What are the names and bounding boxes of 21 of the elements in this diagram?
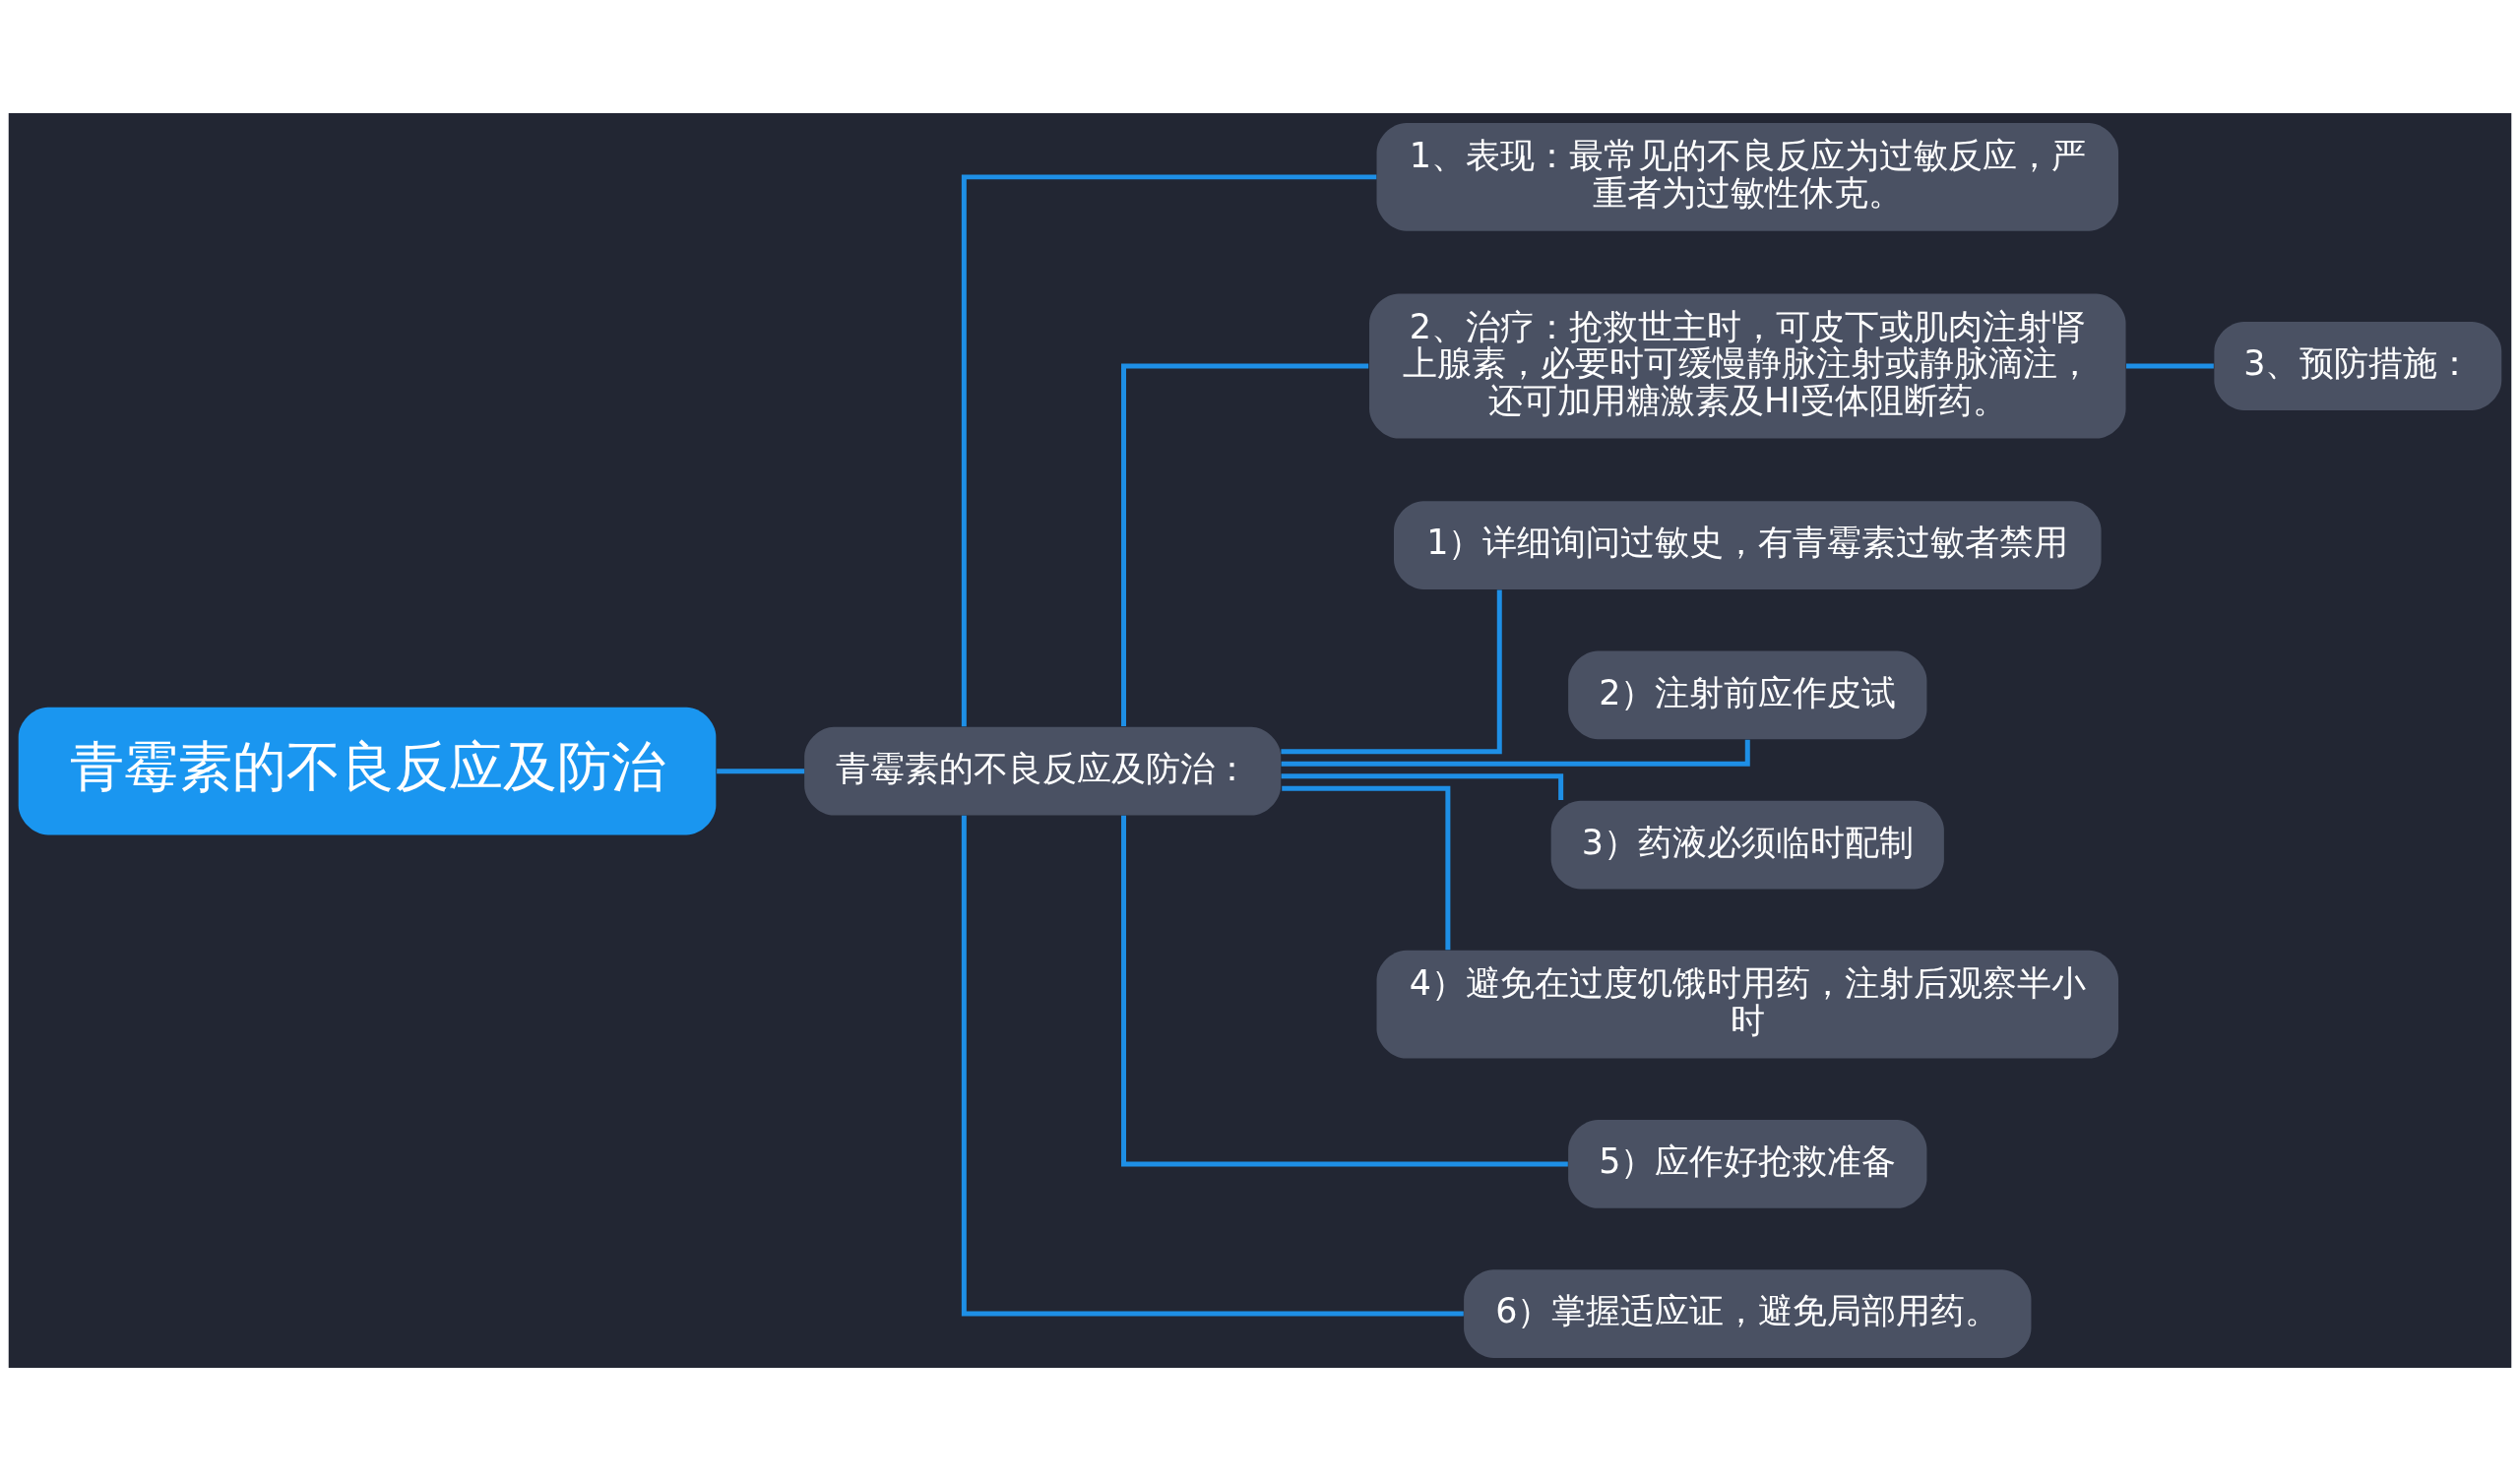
connector [1121,815,1568,1166]
connector [961,815,1464,1317]
node-box: 1、表现：最常见的不良反应为过敏反应，严重者为过敏性休克。 [1376,122,2119,231]
connector [717,768,805,773]
node-box: 6）掌握适应证，避免局部用药。 [1464,1268,2032,1358]
node-box: 2）注射前应作皮试 [1568,649,1927,739]
connector [1121,363,1369,726]
connector [1282,785,1451,950]
node-box: 3、预防措施： [2214,321,2502,410]
node-box: 5）应作好抢救准备 [1568,1119,1927,1208]
node-box: 青霉素的不良反应及防治 [18,707,717,835]
node-box: 4）避免在过度饥饿时用药，注射后观察半小时 [1376,950,2119,1059]
node-box: 1）详细询问过敏史，有青霉素过敏者禁用 [1394,500,2102,589]
connector [1281,772,1564,800]
connector [1281,739,1750,767]
connector [1281,589,1502,754]
node-box: 3）药液必须临时配制 [1550,800,1944,889]
node-box: 2、治疗：抢救世主时，可皮下或肌肉注射肾上腺素，必要时可缓慢静脉注射或静脉滴注，还可加用糖激素及HI受体阻断药。 [1369,292,2126,439]
node-box: 青霉素的不良反应及防治： [804,726,1282,816]
connector [2126,363,2214,368]
connector [961,173,1377,726]
